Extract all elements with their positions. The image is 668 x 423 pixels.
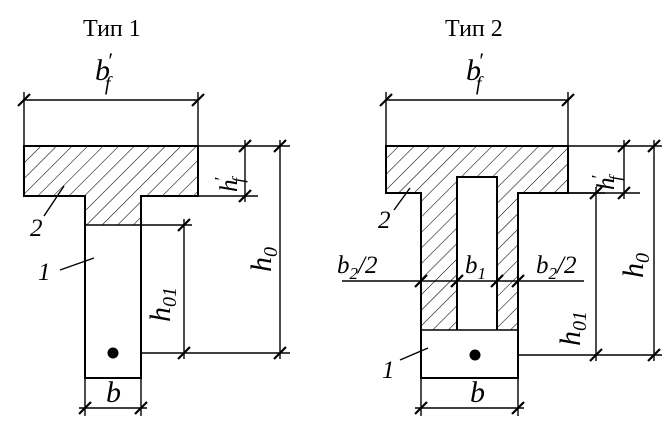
type2-b-label: b — [470, 376, 485, 409]
type1-marker-1: 1 — [38, 257, 95, 286]
svg-text:2: 2 — [30, 215, 43, 242]
type1-dim-bf: b′f — [17, 48, 205, 146]
type2-dim-h0: h0 — [518, 139, 662, 362]
type2-dim-web-parts: b2/2 b1 b2/2 — [337, 252, 584, 288]
type2-marker-1: 1 — [382, 347, 429, 384]
type2-b2-left-label: b2/2 — [337, 252, 377, 283]
type2-compressed-zone — [386, 146, 568, 330]
type2-dim-hf: h′f — [568, 139, 640, 200]
type1-hf-label: h′f — [211, 176, 248, 192]
type1-section: Тип 1 b′f h′f — [17, 16, 290, 416]
type1-rebar — [107, 347, 119, 359]
type2-h0-label: h0 — [617, 253, 654, 278]
type1-b-label: b — [106, 376, 121, 409]
svg-text:2: 2 — [378, 207, 391, 234]
type1-dim-h01: h01 — [141, 218, 192, 360]
type2-dim-bf: b′f — [379, 48, 575, 146]
svg-text:1: 1 — [382, 357, 395, 384]
type2-marker-2: 2 — [378, 187, 411, 234]
type2-hf-label: h′f — [588, 174, 625, 190]
type2-dim-h01: h01 — [554, 186, 605, 362]
type2-bf-label: b′f — [466, 48, 484, 95]
type2-section: Тип 2 b′f h′f — [337, 16, 662, 416]
type2-void — [456, 176, 498, 330]
type2-dim-b: b — [414, 376, 525, 416]
type1-bf-label: b′f — [95, 48, 113, 95]
type1-compressed-zone — [24, 146, 198, 225]
type1-h0-label: h0 — [245, 247, 282, 272]
svg-text:1: 1 — [38, 259, 51, 286]
type2-title: Тип 2 — [445, 16, 503, 42]
type1-title: Тип 1 — [83, 16, 141, 42]
type1-dim-b: b — [78, 376, 148, 416]
type1-dim-hf: h′f — [198, 139, 258, 203]
type1-h01-label: h01 — [144, 287, 181, 322]
type1-marker-2: 2 — [30, 185, 65, 242]
type2-rebar — [469, 349, 481, 361]
type1-dim-h0: h0 — [141, 139, 290, 360]
type2-b1-label: b1 — [465, 252, 486, 283]
type2-b2-right-label: b2/2 — [536, 252, 576, 283]
type2-h01-label: h01 — [554, 311, 591, 346]
